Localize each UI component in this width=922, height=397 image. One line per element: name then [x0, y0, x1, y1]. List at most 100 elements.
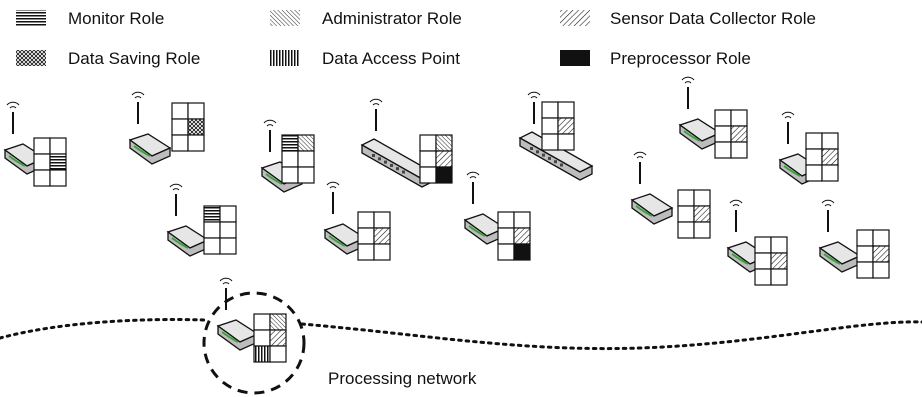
legend-item-sensor: Sensor Data Collector Role	[560, 9, 816, 28]
role-cell-empty	[253, 329, 271, 347]
role-cell-empty	[419, 134, 437, 152]
role-cell-empty	[805, 148, 823, 166]
role-cell-empty	[805, 164, 823, 182]
legend-label-preprocessor: Preprocessor Role	[610, 49, 751, 68]
role-cell-empty	[187, 102, 205, 120]
role-cell-empty	[269, 345, 287, 363]
role-cell-empty	[872, 261, 890, 279]
router-icon	[818, 199, 862, 273]
role-grid	[856, 229, 890, 279]
role-grid	[253, 313, 287, 363]
role-cell-empty	[821, 164, 839, 182]
role-cell-empty	[677, 205, 695, 223]
role-cell-administrator	[269, 313, 287, 331]
role-cell-empty	[497, 211, 515, 229]
legend-swatch-administrator	[270, 10, 300, 26]
role-cell-empty	[281, 166, 299, 184]
role-cell-empty	[373, 243, 391, 261]
processing-node-circle	[202, 291, 306, 395]
role-grid	[497, 211, 531, 261]
role-grid	[714, 109, 748, 159]
role-cell-empty	[203, 221, 221, 239]
role-cell-empty	[497, 243, 515, 261]
role-cell-empty	[714, 109, 732, 127]
legend-swatch-access	[270, 50, 300, 66]
role-cell-sensor	[557, 117, 575, 135]
role-cell-empty	[856, 229, 874, 247]
role-cell-administrator	[297, 134, 315, 152]
role-cell-empty	[253, 313, 271, 331]
role-cell-empty	[693, 189, 711, 207]
role-cell-empty	[805, 132, 823, 150]
devices	[3, 76, 890, 363]
role-cell-empty	[281, 150, 299, 168]
role-grid	[805, 132, 839, 182]
role-cell-empty	[497, 227, 515, 245]
role-cell-empty	[33, 137, 51, 155]
role-cell-empty	[49, 137, 67, 155]
role-cell-saving	[187, 118, 205, 136]
legend-item-administrator: Administrator Role	[270, 9, 462, 28]
network-device	[818, 199, 890, 279]
legend-swatch-monitor	[16, 10, 46, 26]
role-cell-empty	[754, 268, 772, 286]
network-device	[678, 76, 748, 159]
role-cell-empty	[357, 243, 375, 261]
network-boundary-line	[0, 318, 922, 351]
role-cell-empty	[171, 102, 189, 120]
role-cell-monitor	[281, 134, 299, 152]
role-cell-sensor	[770, 252, 788, 270]
role-cell-empty	[219, 221, 237, 239]
role-cell-empty	[203, 237, 221, 255]
network-device	[260, 119, 315, 193]
role-cell-empty	[171, 134, 189, 152]
network-device	[463, 171, 531, 261]
role-cell-preprocessor	[435, 166, 453, 184]
role-cell-empty	[856, 261, 874, 279]
role-cell-empty	[677, 221, 695, 239]
role-grid	[541, 101, 575, 151]
role-cell-monitor	[49, 153, 67, 171]
network-device	[166, 183, 237, 257]
role-cell-monitor	[203, 205, 221, 223]
role-cell-empty	[821, 132, 839, 150]
legend: Monitor Role Administrator Role Sensor D…	[16, 9, 816, 68]
router-icon	[216, 277, 260, 351]
role-cell-sensor	[435, 150, 453, 168]
network-device	[323, 181, 391, 261]
role-cell-empty	[419, 166, 437, 184]
role-grid	[754, 236, 788, 286]
role-cell-empty	[754, 252, 772, 270]
role-cell-empty	[357, 227, 375, 245]
role-cell-empty	[856, 245, 874, 263]
role-cell-empty	[730, 109, 748, 127]
network-device	[726, 199, 788, 286]
role-cell-empty	[219, 237, 237, 255]
role-grid	[419, 134, 453, 184]
legend-swatch-preprocessor	[560, 50, 590, 66]
network-device	[518, 91, 594, 181]
role-grid	[171, 102, 205, 152]
role-cell-empty	[730, 141, 748, 159]
role-cell-sensor	[373, 227, 391, 245]
role-cell-empty	[49, 169, 67, 187]
role-cell-sensor	[730, 125, 748, 143]
role-cell-access	[253, 345, 271, 363]
role-cell-sensor	[872, 245, 890, 263]
role-cell-empty	[693, 221, 711, 239]
role-cell-empty	[187, 134, 205, 152]
role-cell-sensor	[513, 227, 531, 245]
role-cell-empty	[33, 169, 51, 187]
role-cell-empty	[541, 133, 559, 151]
role-cell-empty	[419, 150, 437, 168]
legend-item-preprocessor: Preprocessor Role	[560, 49, 751, 68]
role-cell-empty	[770, 236, 788, 254]
legend-swatch-saving	[16, 50, 46, 66]
legend-item-monitor: Monitor Role	[16, 9, 164, 28]
legend-label-saving: Data Saving Role	[68, 49, 200, 68]
role-cell-empty	[714, 141, 732, 159]
legend-item-saving: Data Saving Role	[16, 49, 200, 68]
legend-item-access: Data Access Point	[270, 49, 460, 68]
role-cell-empty	[557, 133, 575, 151]
